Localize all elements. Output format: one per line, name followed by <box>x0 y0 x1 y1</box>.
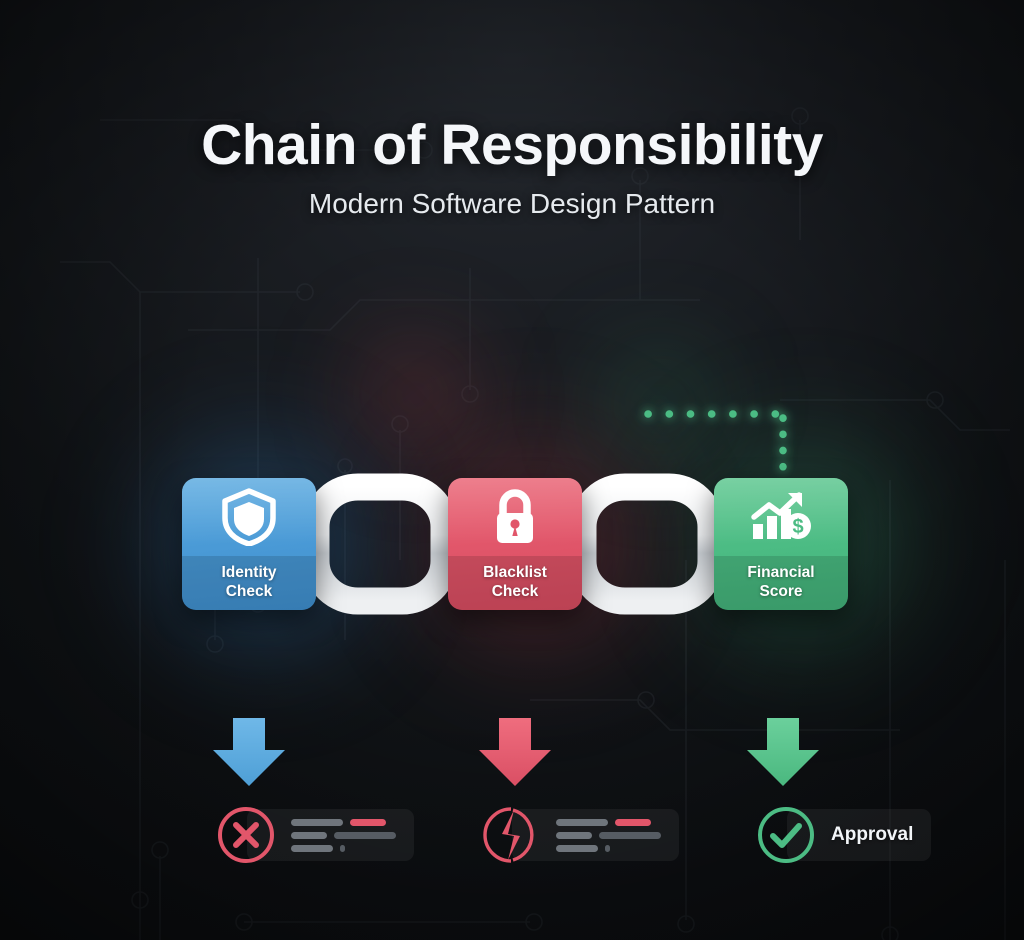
approval-label: Approval <box>831 824 914 845</box>
x-circle-icon <box>218 807 274 863</box>
arrow-blue <box>213 718 285 786</box>
check-circle-icon <box>758 807 814 863</box>
result-broken[interactable] <box>480 804 679 866</box>
card-label: Blacklist Check <box>483 564 547 602</box>
card-label-line1: Blacklist <box>483 564 547 582</box>
chain-link-icon <box>569 473 725 615</box>
header: Chain of Responsibility Modern Software … <box>0 112 1024 220</box>
broken-circle-icon <box>483 807 534 863</box>
card-icon-area: $ <box>714 478 848 556</box>
arrow-red <box>479 718 551 786</box>
card-financial-score[interactable]: $ Financial Score <box>714 478 848 610</box>
card-label: Identity Check <box>221 564 276 602</box>
arrow-green <box>747 718 819 786</box>
result-approval[interactable]: Approval <box>755 804 932 866</box>
shield-icon <box>222 488 276 546</box>
card-label-area: Blacklist Check <box>448 556 582 610</box>
page-subtitle: Modern Software Design Pattern <box>308 188 716 219</box>
page-title: Chain of Responsibility <box>201 113 823 177</box>
chain-link-icon <box>302 473 458 615</box>
card-label-line2: Check <box>225 583 273 600</box>
card-label-line1: Identity <box>221 564 277 582</box>
routing-green-bus <box>644 410 787 478</box>
card-label-line2: Check <box>491 583 539 600</box>
lock-icon <box>497 489 533 543</box>
card-icon-area <box>182 478 316 556</box>
card-identity-check[interactable]: Identity Check <box>182 478 316 610</box>
result-detail-pill <box>247 809 414 861</box>
card-blacklist-check[interactable]: Blacklist Check <box>448 478 582 610</box>
card-label: Financial Score <box>747 564 814 602</box>
placeholder-lines <box>291 818 396 852</box>
result-detail-pill <box>512 809 679 861</box>
card-label-area: Financial Score <box>714 556 848 610</box>
result-reject[interactable] <box>215 804 414 866</box>
card-label-line1: Financial <box>747 564 815 582</box>
chart-dollar-icon: $ <box>751 492 811 539</box>
card-icon-area <box>448 478 582 556</box>
placeholder-lines <box>556 818 661 852</box>
card-label-line2: Score <box>759 583 803 600</box>
card-label-area: Identity Check <box>182 556 316 610</box>
svg-text:$: $ <box>792 516 803 538</box>
